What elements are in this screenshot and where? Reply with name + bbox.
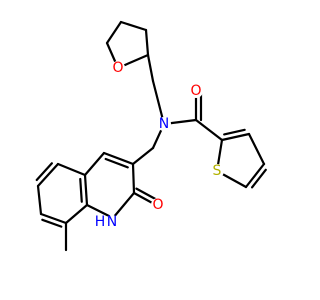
atom-label-background	[151, 198, 165, 212]
bond-q-c3-c2	[131, 162, 136, 195]
bond-thiophene-c3-c2	[220, 132, 251, 142]
bond-q-c8a-c8	[64, 203, 89, 225]
bond-q-n1-c8a	[85, 203, 115, 220]
atom-label-o-amide: O	[190, 83, 201, 99]
bond-q-c8a-c4a-second-line	[79, 177, 83, 203]
bond-q-c3-c4	[102, 151, 135, 166]
bond-layer	[35, 20, 267, 252]
bond-q-c3-c4-second-line	[104, 157, 129, 169]
bond-thiophene-c3-c2-second-line	[223, 128, 246, 136]
atom-label-background	[111, 61, 125, 75]
bond-ch2-n	[151, 79, 166, 126]
bond-thf-c2-c3	[119, 20, 148, 32]
bond-ch2-quinoline	[131, 146, 155, 166]
atom-label-background	[189, 84, 203, 98]
atom-label-background	[93, 215, 107, 229]
bond-thiophene-c4-c3	[247, 132, 266, 166]
atom-label-h-lactam: H	[95, 214, 106, 230]
atom-label-n-lactam: N	[107, 214, 117, 230]
bond-q-c7-c6	[36, 184, 43, 216]
atom-label-background	[157, 117, 171, 131]
atom-label-background	[105, 215, 119, 229]
bond-q-c8a-c4a	[83, 173, 89, 207]
bond-q-c2-n1	[111, 191, 136, 220]
bond-thf-c3-c4	[144, 28, 150, 57]
bond-q-c5-c4a	[56, 162, 87, 177]
bond-thf-ch2	[146, 53, 155, 83]
atom-label-o-lactam: O	[152, 197, 163, 213]
bond-q-c8-c7	[39, 212, 68, 225]
bond-q-c6-c5-second-line	[35, 162, 54, 182]
bond-q-c8-c7-second-line	[41, 218, 63, 228]
atom-label-n-amide: N	[159, 116, 169, 132]
bond-thiophene-c5-c4	[244, 162, 266, 189]
atom-label-o-thf: O	[112, 60, 123, 76]
atom-label-background	[210, 164, 224, 178]
bond-thiophene-c5-c4-second-line	[250, 168, 267, 189]
bond-carbonyl-thiophene	[194, 118, 224, 142]
bond-thf-c1-c2	[105, 20, 123, 45]
bond-q-c4-c4a	[83, 151, 106, 177]
atom-label-s-thiophene: S	[213, 163, 222, 179]
bond-q-c6-c5	[36, 162, 60, 188]
bond-q-carbonyl-second-line	[135, 187, 160, 202]
